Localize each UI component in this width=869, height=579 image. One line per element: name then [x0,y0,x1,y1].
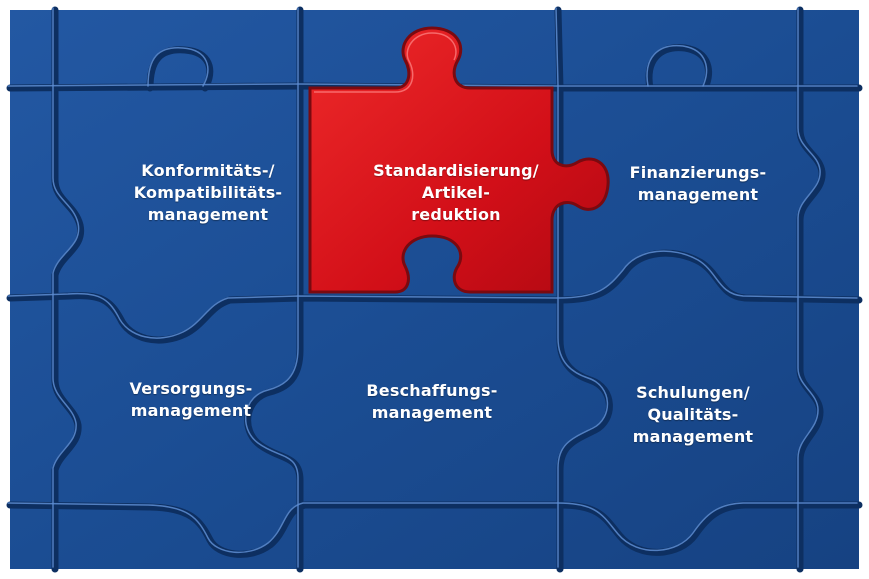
piece-label-finanzierung: Finanzierungs- management [629,163,767,204]
highlighted-puzzle-piece [308,26,610,294]
piece-label-konformitaet: Konformitäts-/ Kompatibilitäts- manageme… [133,161,283,224]
piece-label-standardisierung: Standardisierung/ Artikel- reduktion [373,161,539,224]
piece-label-versorgung: Versorgungs- management [129,379,253,420]
piece-label-schulungen: Schulungen/ Qualitäts- management [632,383,754,446]
piece-label-beschaffung: Beschaffungs- management [366,381,498,422]
